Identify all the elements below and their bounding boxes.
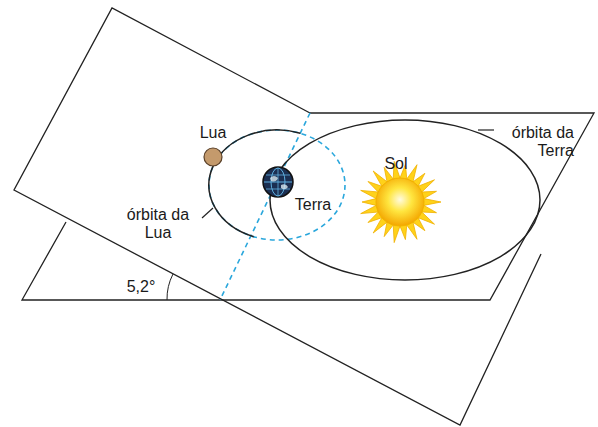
moon-orbit-hidden — [209, 130, 345, 240]
leader-line — [478, 129, 494, 130]
angle-label: 5,2° — [127, 278, 156, 296]
moon-figure — [204, 148, 222, 166]
earth-orbit-label: órbita da Terra — [496, 124, 574, 161]
moon-orbit — [209, 130, 300, 237]
angle-arc — [167, 274, 173, 300]
sun-rays — [361, 161, 441, 242]
moon-plane-edge — [14, 8, 541, 425]
earth-label: Terra — [295, 196, 331, 214]
earth-figure — [263, 167, 293, 197]
moon-orbit-plane — [14, 8, 310, 300]
leader-line — [202, 208, 213, 218]
earth-orbit — [270, 120, 540, 280]
sun-label: Sol — [384, 155, 407, 173]
earth-plane-edge — [22, 113, 594, 300]
sun-figure — [361, 161, 441, 242]
moon-orbit-label: órbita da Lua — [112, 206, 204, 243]
moon-label: Lua — [200, 124, 227, 142]
sun-disc — [376, 178, 424, 226]
